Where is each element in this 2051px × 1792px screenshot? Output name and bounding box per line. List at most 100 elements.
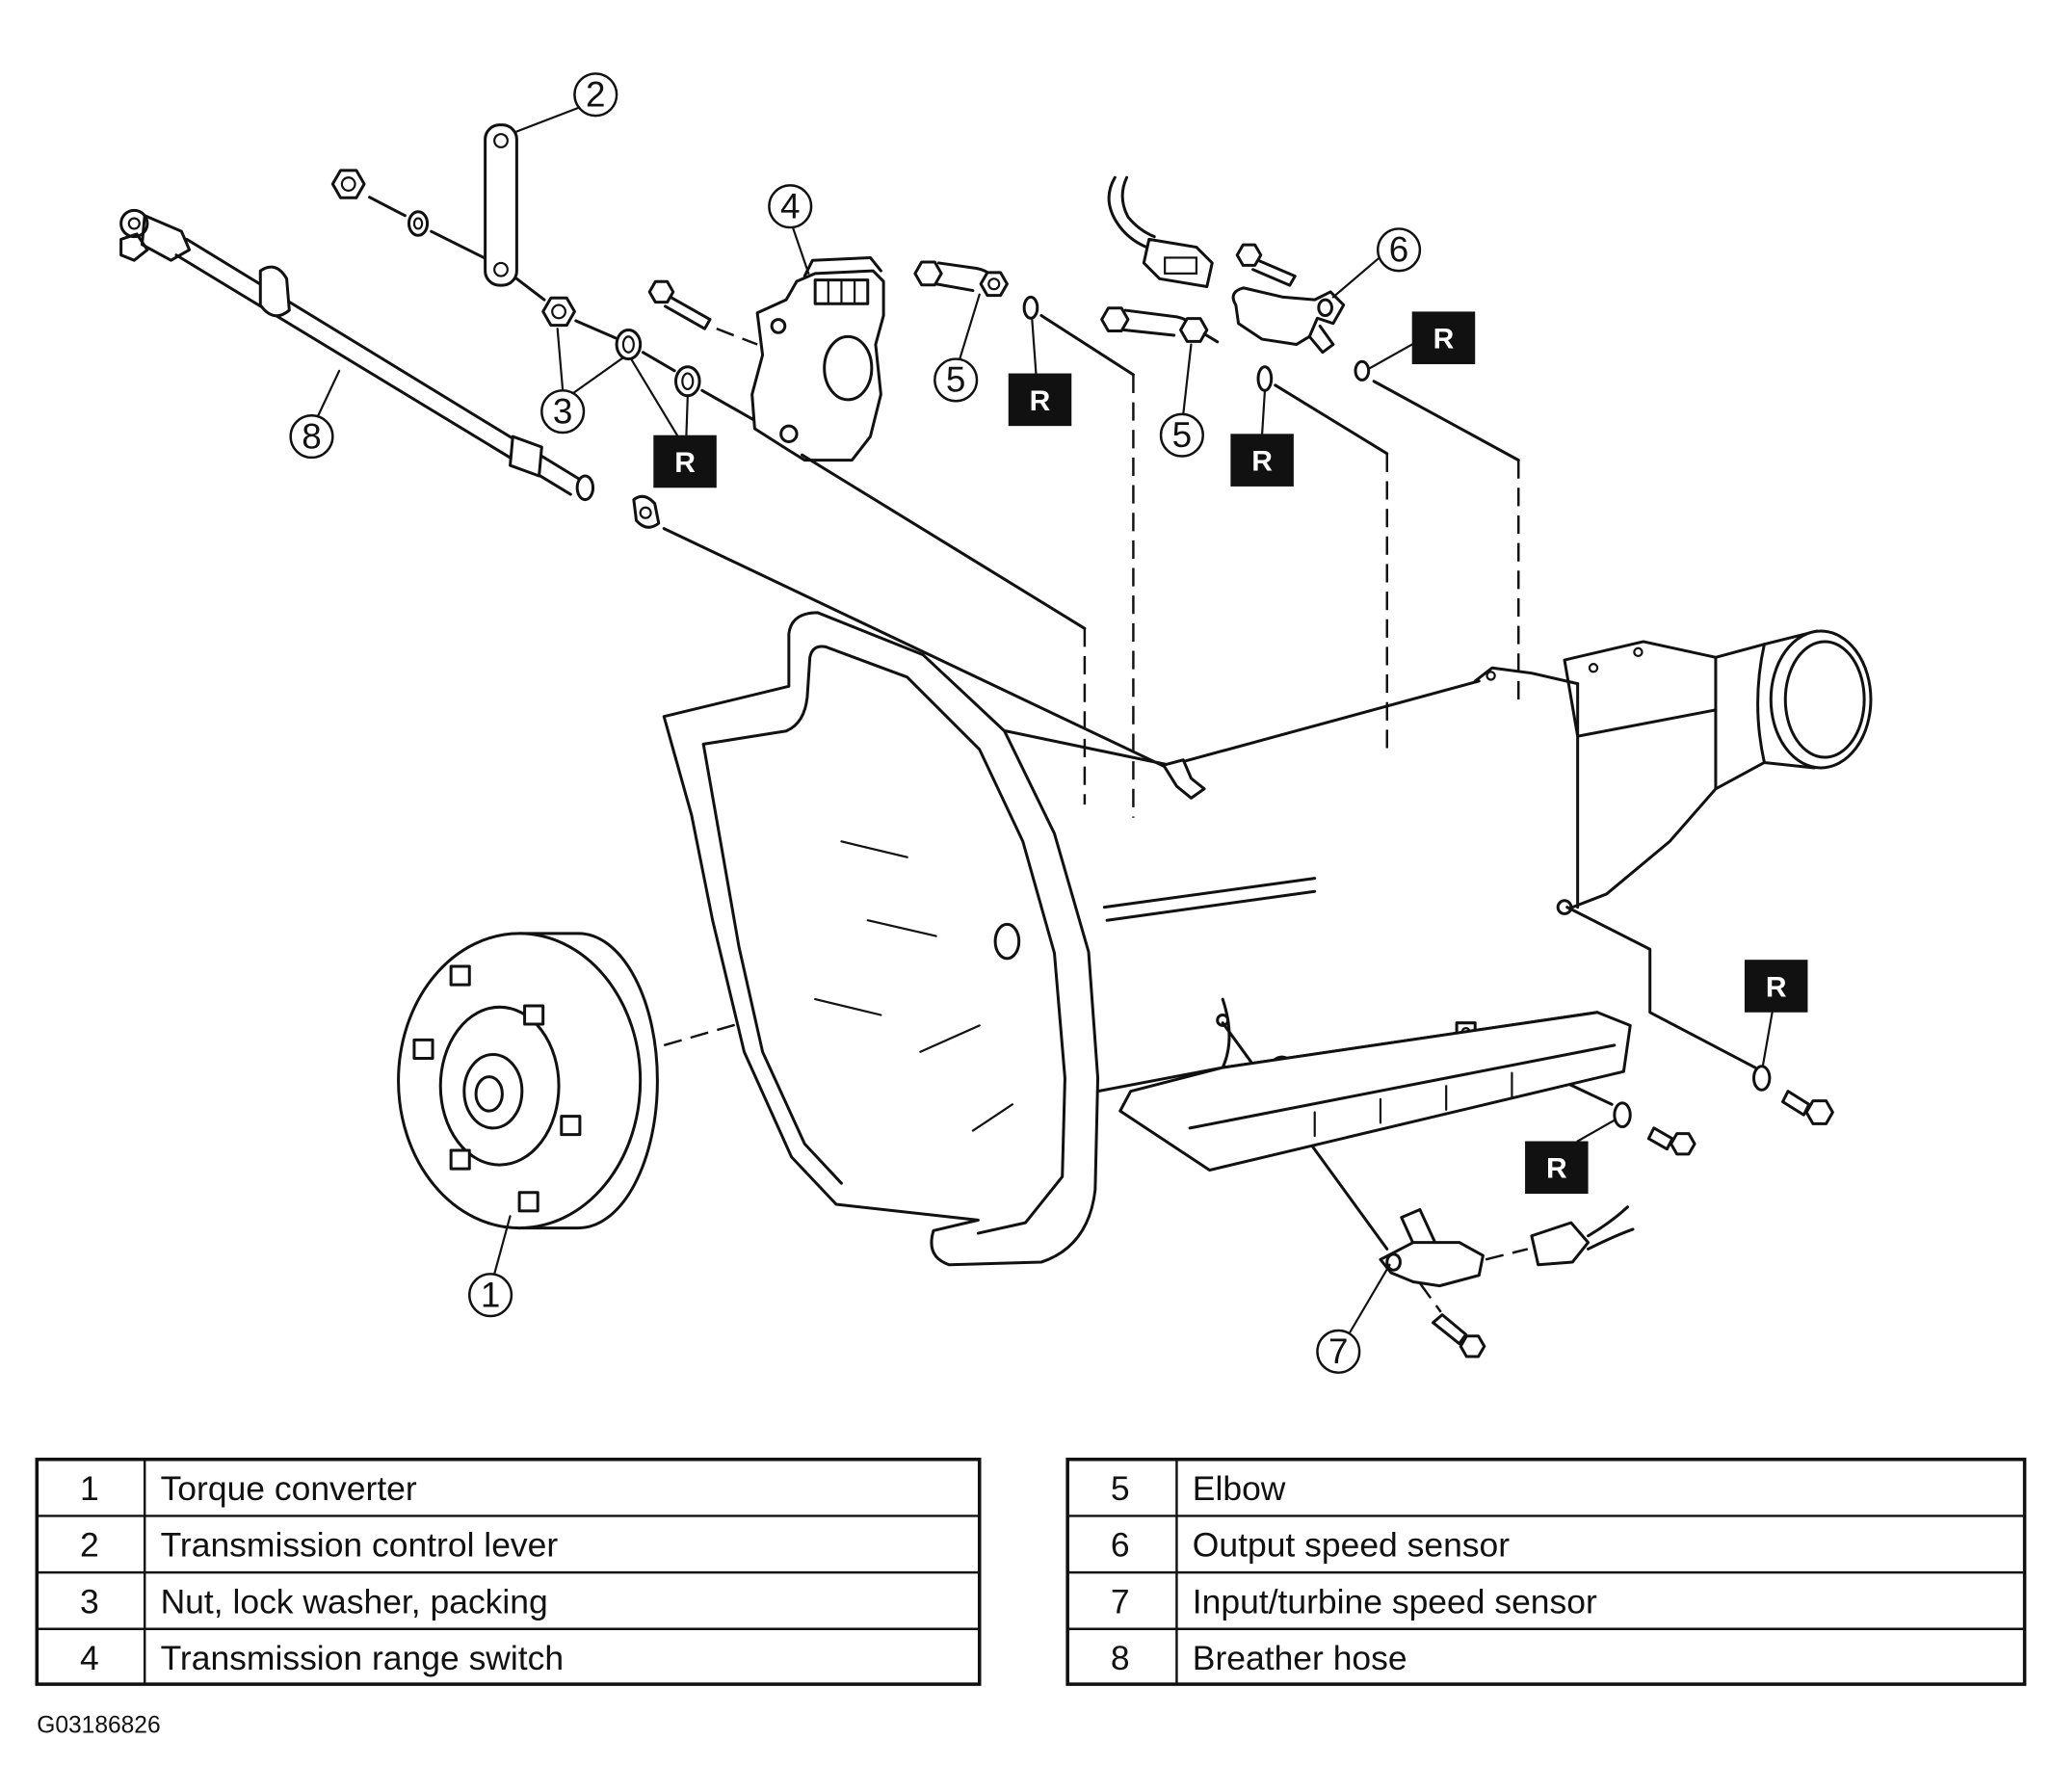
sensor-6-tip <box>1307 324 1335 355</box>
legend-description: Nut, lock washer, packing <box>161 1582 548 1621</box>
nut-hole <box>551 303 566 320</box>
o-ring-elbow-lower <box>1256 365 1274 392</box>
callout-5-lower: 5 <box>1159 412 1204 458</box>
leader-4 <box>791 225 810 275</box>
sensor-7-bolt-shaft <box>1432 1313 1468 1346</box>
sensor-7-body <box>1379 1241 1485 1288</box>
legend-number: 7 <box>1111 1582 1130 1621</box>
lever-assembly-axis-6 <box>700 388 762 425</box>
lever-washer-outer <box>407 210 430 237</box>
leader-3-nut <box>556 328 565 392</box>
replace-marker-box <box>1230 434 1294 487</box>
callout-7: 7 <box>1316 1329 1361 1374</box>
elbow-lower-nut-2 <box>1179 317 1209 343</box>
callout-circle <box>1159 412 1204 458</box>
replace-marker-label: R <box>1251 446 1273 478</box>
callout-number: 1 <box>481 1275 500 1314</box>
replace-marker-box <box>653 435 717 488</box>
leader-r-packing <box>685 396 689 436</box>
hose-fitting-hole <box>127 217 141 230</box>
legend-table-right: 5 Elbow 6 Output speed sensor 7 Input/tu… <box>1065 1457 2027 1686</box>
transmission-control-lever <box>484 123 518 287</box>
packing <box>674 365 701 398</box>
lever-hole-bottom <box>493 261 509 277</box>
sensor-6-flange-hole <box>1317 298 1333 318</box>
rear-plug-line <box>1565 906 1757 1069</box>
sensor-7-connector <box>1530 1221 1591 1267</box>
sensor-6-bolt-shaft <box>1251 258 1297 287</box>
hose-clamp-upper <box>258 265 291 318</box>
side-plug-bolt-head <box>1670 1132 1696 1156</box>
leader-6 <box>1331 257 1380 299</box>
callout-5-upper: 5 <box>933 357 979 403</box>
sensor-7-wire <box>1587 1205 1635 1251</box>
output-flange-outer <box>1769 629 1873 770</box>
sensor-6-to-case-line <box>1372 380 1520 462</box>
sensor-6-cable <box>1107 175 1156 250</box>
callout-circle <box>1376 227 1422 273</box>
clip-hole <box>639 506 652 519</box>
legend-number: 6 <box>1111 1526 1130 1565</box>
leader-3-washer <box>571 356 625 395</box>
callout-circle <box>573 72 618 118</box>
converter-front-face <box>397 932 643 1230</box>
callout-number: 3 <box>553 391 572 431</box>
lever-nut-outer <box>330 169 366 199</box>
callout-number: 5 <box>1172 415 1192 455</box>
callout-circle <box>468 1273 513 1318</box>
bell-housing-rib-3 <box>814 998 882 1016</box>
leader-r-rear-plug <box>1761 1011 1774 1067</box>
callout-number: 2 <box>586 75 605 115</box>
sensor-7-bolt-axis <box>1418 1282 1442 1313</box>
tail-extension-collar <box>1756 643 1766 764</box>
hose-fitting-body <box>140 214 192 262</box>
oil-pan-flange <box>1188 1043 1617 1130</box>
switch-bolt-axis <box>716 328 758 346</box>
converter-lug <box>517 1191 539 1213</box>
replace-marker-label: R <box>1433 324 1455 356</box>
elbow-upper <box>913 260 1039 320</box>
converter-lug <box>449 1148 471 1171</box>
torque-converter <box>397 932 659 1230</box>
replace-marker-box <box>1411 311 1476 365</box>
transmission-case <box>662 611 1873 1267</box>
input-turbine-speed-sensor <box>1379 1205 1635 1358</box>
converter-lug <box>449 964 471 987</box>
callout-leaders <box>317 106 1774 1333</box>
elbow-upper-nut-1 <box>913 260 943 287</box>
case-rear-boss <box>1473 666 1580 686</box>
legend-number: 8 <box>1111 1639 1130 1677</box>
clip-body <box>632 494 661 529</box>
lever-washer-outer-hole <box>412 217 424 230</box>
converter-pilot <box>474 1075 504 1113</box>
switch-mount-hole-lower <box>779 424 799 444</box>
replace-marker-washer: R <box>653 435 717 488</box>
callout-number: 8 <box>302 416 321 456</box>
hose-fitting-banjo <box>119 208 149 239</box>
o-ring-rear-plug <box>1752 1065 1772 1092</box>
callout-1: 1 <box>468 1273 513 1318</box>
legend-description: Transmission range switch <box>161 1639 565 1677</box>
output-speed-sensor <box>1107 175 1371 382</box>
replace-marker-label: R <box>1546 1153 1567 1185</box>
sensor-6-connector-socket <box>1164 256 1197 275</box>
legend-description: Elbow <box>1193 1469 1286 1508</box>
callout-number: 4 <box>780 187 800 226</box>
sensor-7-bolt-head <box>1459 1334 1486 1358</box>
case-rib-lower <box>1105 889 1317 922</box>
bell-housing-rib-4 <box>919 1024 981 1053</box>
switch-detent <box>823 334 874 402</box>
replace-marker-box <box>1525 1141 1589 1195</box>
breather-hose <box>119 208 595 502</box>
case-lower-curve <box>1221 997 1231 1069</box>
replace-marker-rear-plug: R <box>1744 960 1808 1013</box>
replace-marker-label: R <box>674 447 696 479</box>
converter-lug <box>560 1115 582 1137</box>
callout-circle <box>1316 1329 1361 1374</box>
replace-marker-elbow-upper: R <box>1008 373 1072 427</box>
leader-r-side-plug <box>1576 1119 1616 1143</box>
replace-marker-elbow-lower: R <box>1230 434 1294 487</box>
elbow-upper-port <box>987 277 1001 291</box>
bell-housing-outline <box>662 611 1100 1267</box>
